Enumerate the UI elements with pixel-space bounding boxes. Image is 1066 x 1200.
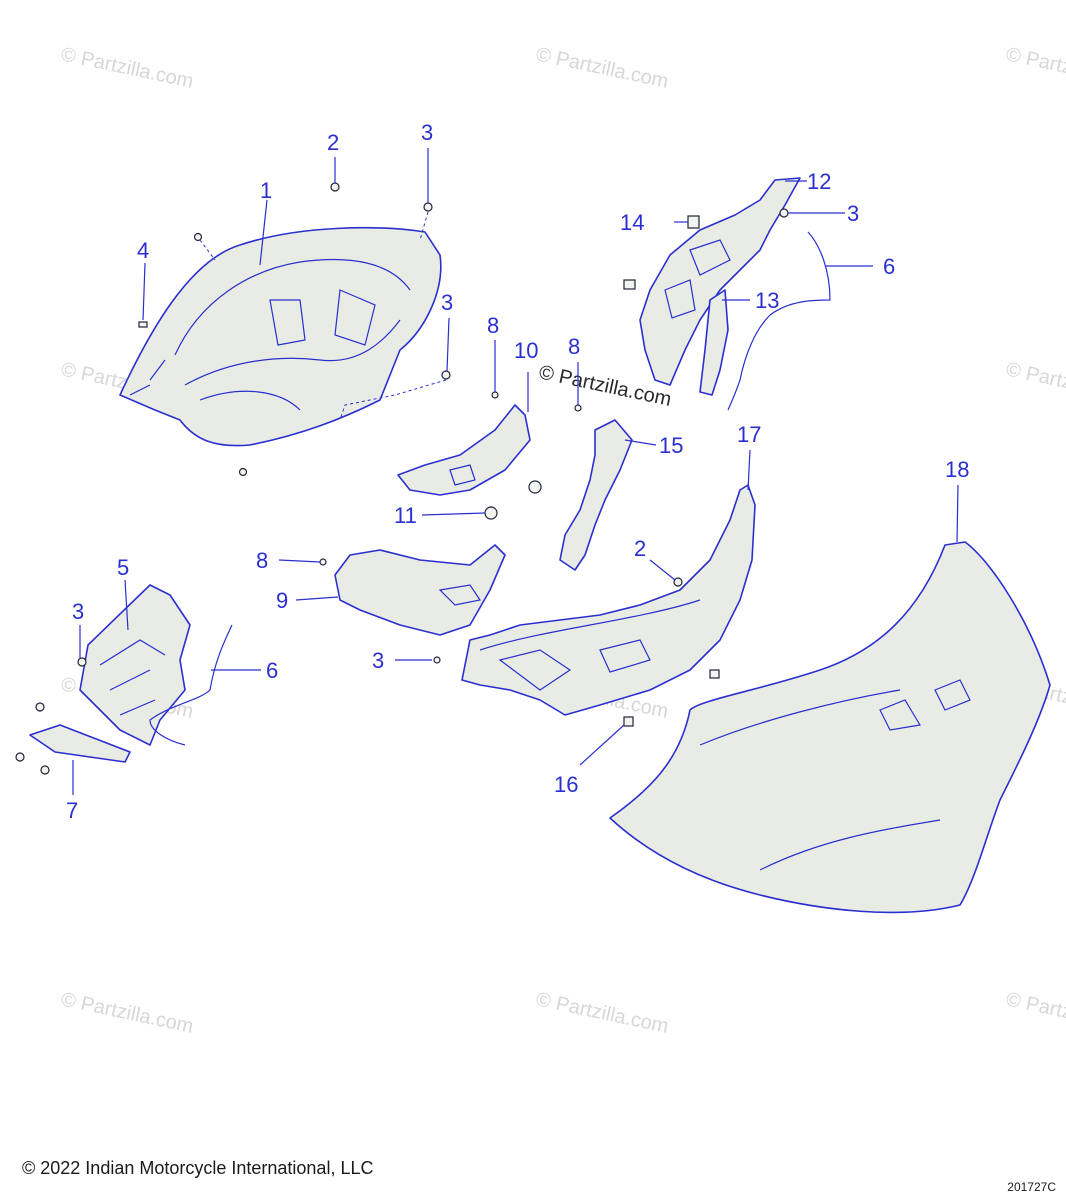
callout-2: 2 xyxy=(327,130,339,155)
callout-18: 18 xyxy=(945,457,969,482)
callout-3: 3 xyxy=(421,120,433,145)
part-lower-bracket xyxy=(334,544,506,636)
watermark: © Partzilla.com xyxy=(534,43,670,93)
part-upper-bracket xyxy=(397,404,531,496)
callout-17: 17 xyxy=(737,422,761,447)
part-right-bracket-strip xyxy=(699,289,729,396)
callout-labels: 1 2 3 4 3 8 10 8 12 14 3 6 13 15 17 18 1… xyxy=(66,120,969,823)
callout-3: 3 xyxy=(441,290,453,315)
hardware-layer xyxy=(15,182,789,775)
part-fairing-frame xyxy=(461,484,756,716)
callout-3: 3 xyxy=(847,201,859,226)
callout-6: 6 xyxy=(266,658,278,683)
callout-15: 15 xyxy=(659,433,683,458)
watermark: © Partzilla.com xyxy=(59,988,195,1038)
callout-11: 11 xyxy=(394,503,417,528)
part-left-lower-panel xyxy=(79,584,191,746)
callout-2: 2 xyxy=(634,536,646,561)
callout-8: 8 xyxy=(568,334,580,359)
callout-12: 12 xyxy=(807,169,831,194)
watermark: © Partzilla.com xyxy=(1004,988,1066,1038)
callout-3: 3 xyxy=(72,599,84,624)
part-wire-left xyxy=(149,624,233,746)
callout-5: 5 xyxy=(117,555,129,580)
leader-lines xyxy=(72,148,959,795)
watermark: © Partzilla.com xyxy=(1004,358,1066,408)
copyright-notice: © 2022 Indian Motorcycle International, … xyxy=(22,1158,374,1178)
watermark: © Partzilla.com xyxy=(534,988,670,1038)
callout-7: 7 xyxy=(66,798,78,823)
part-vertical-bracket xyxy=(559,419,633,571)
callout-8: 8 xyxy=(487,313,499,338)
part-inner-fairing xyxy=(119,226,442,447)
callout-1: 1 xyxy=(260,178,272,203)
callout-4: 4 xyxy=(137,238,149,263)
diagram-code: 201727C xyxy=(1007,1180,1056,1194)
part-right-inner-panel xyxy=(639,177,801,386)
callout-6: 6 xyxy=(883,254,895,279)
callout-14: 14 xyxy=(620,210,644,235)
callout-9: 9 xyxy=(276,588,288,613)
callout-10: 10 xyxy=(514,338,538,363)
part-wire-right xyxy=(727,231,831,411)
callout-13: 13 xyxy=(755,288,779,313)
callout-16: 16 xyxy=(554,772,578,797)
watermark: © Partzilla.com xyxy=(59,43,195,93)
watermark: © Partzilla.com xyxy=(1004,43,1066,93)
callout-8: 8 xyxy=(256,548,268,573)
callout-3: 3 xyxy=(372,648,384,673)
part-outer-fairing xyxy=(609,541,1051,914)
part-plate xyxy=(29,724,131,763)
